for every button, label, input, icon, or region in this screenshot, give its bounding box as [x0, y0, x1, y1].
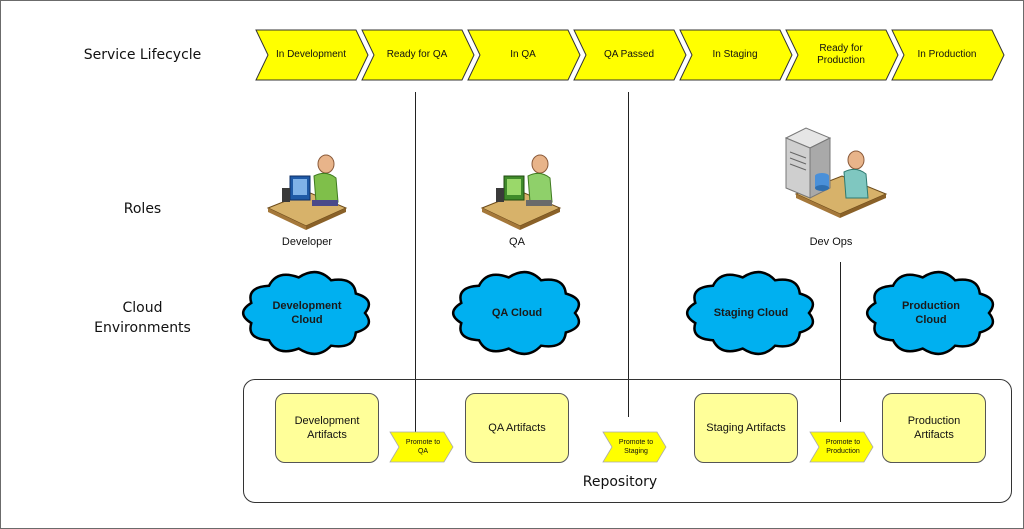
stage-label: In Production [917, 49, 977, 60]
stage-label: In QA [510, 49, 536, 60]
stage-chevron [467, 29, 581, 81]
stage-label: In Staging [712, 49, 758, 60]
stage-label: Ready for QA [386, 49, 448, 60]
stage-label: Ready for Production [817, 43, 865, 66]
stage-chevron [573, 29, 687, 81]
stage-chevron [891, 29, 1005, 81]
label-service-lifecycle: Service Lifecycle [83, 47, 202, 63]
promote-label: Promote to QA [405, 439, 441, 455]
label-roles: Roles [123, 201, 162, 217]
cloud-shape [865, 270, 995, 356]
devops-icon [784, 127, 888, 218]
connector-ready-for-qa [415, 92, 416, 435]
cloud-label: Staging Cloud [713, 307, 789, 319]
artifact-production: Production Artifacts [882, 393, 986, 463]
connector-dev-ops [840, 262, 841, 422]
stage-label: QA Passed [603, 49, 655, 60]
role-label-developer: Developer [281, 236, 333, 248]
artifact-development: Development Artifacts [275, 393, 379, 463]
promote-arrow [389, 431, 454, 463]
promote-label: Promote to Production [825, 439, 861, 455]
qa-icon [480, 154, 562, 230]
promote-arrow [602, 431, 667, 463]
cloud-shape [451, 270, 581, 356]
label-cloud-environments: Cloud Environments [94, 300, 191, 336]
cloud-label: Production Cloud [901, 300, 961, 326]
repository-label: Repository [582, 474, 658, 490]
developer-icon [266, 154, 348, 230]
role-label-qa: QA [509, 236, 525, 248]
repository-container [243, 379, 1012, 503]
stage-chevron [679, 29, 793, 81]
promote-arrow [809, 431, 874, 463]
role-label-dev-ops: Dev Ops [809, 236, 853, 248]
stage-label: In Development [275, 49, 347, 60]
stage-chevron [361, 29, 475, 81]
stage-chevron [785, 29, 899, 81]
stage-chevron [255, 29, 369, 81]
cloud-label: QA Cloud [491, 307, 543, 319]
cloud-label: Development Cloud [272, 300, 342, 326]
cloud-shape [241, 270, 371, 356]
connector-qa-passed [628, 92, 629, 417]
promote-label: Promote to Staging [618, 439, 654, 455]
artifact-qa: QA Artifacts [465, 393, 569, 463]
cloud-shape [685, 270, 815, 356]
artifact-staging: Staging Artifacts [694, 393, 798, 463]
